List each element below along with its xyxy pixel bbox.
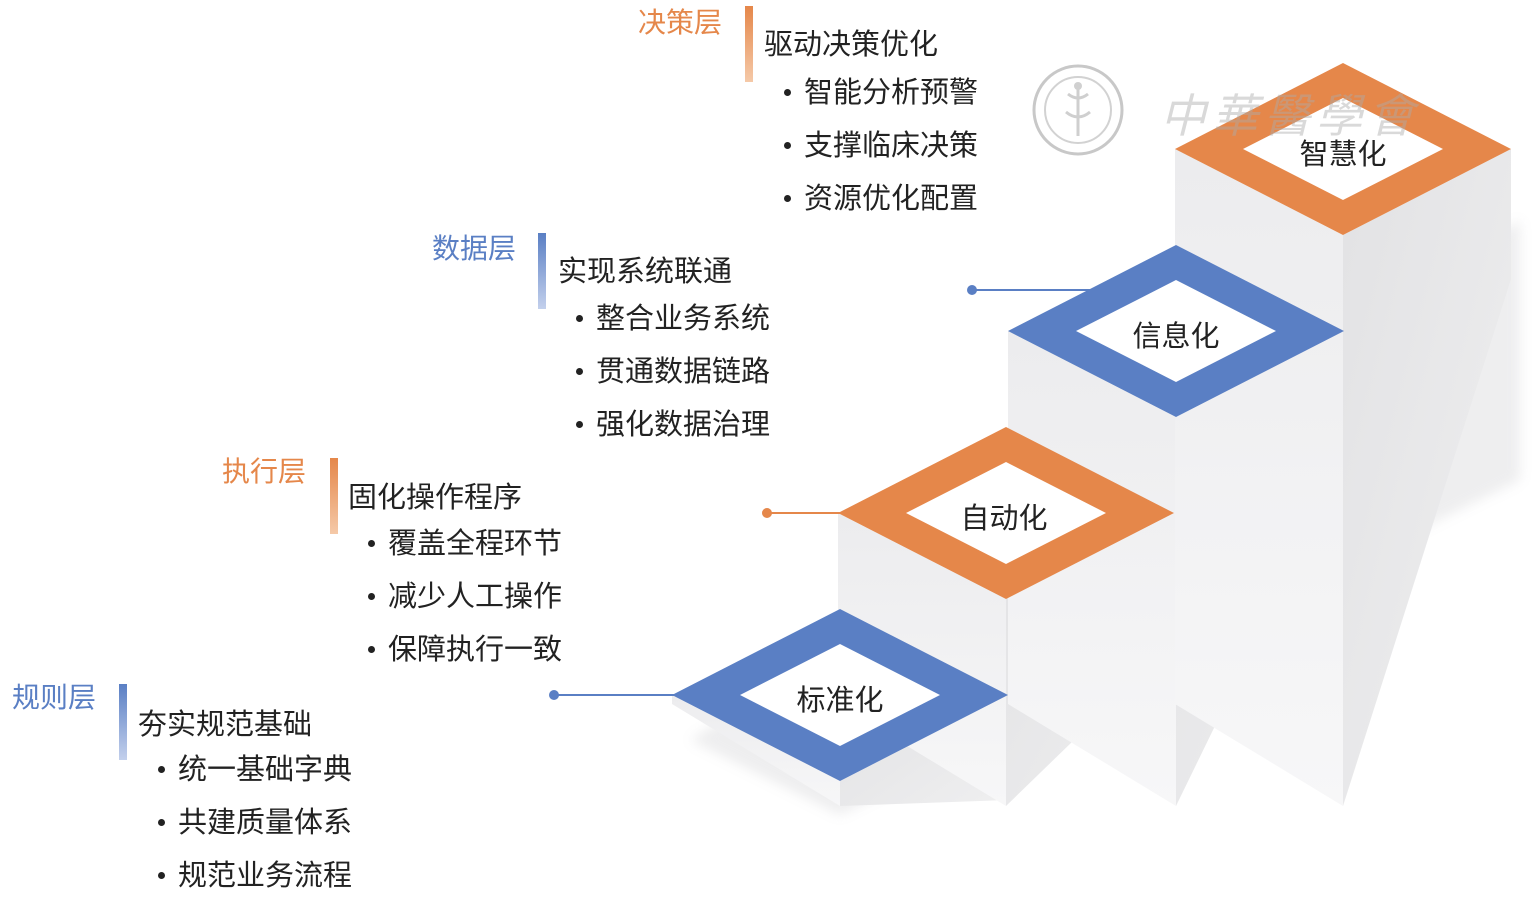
list-item: 支撑临床决策 bbox=[782, 127, 978, 180]
bullet-dot bbox=[368, 540, 375, 547]
step-front-face-intelligence bbox=[1175, 149, 1343, 806]
bullet-dot bbox=[576, 315, 583, 322]
step-top-center-informatization bbox=[1076, 280, 1276, 382]
layer-bar-execution bbox=[330, 458, 338, 534]
list-item-text: 贯通数据链路 bbox=[596, 354, 771, 388]
bullet-dot bbox=[368, 646, 375, 653]
connector-dot bbox=[967, 285, 977, 295]
list-item: 统一基础字典 bbox=[156, 751, 352, 804]
bullet-dot bbox=[784, 89, 791, 96]
connector-dot bbox=[762, 508, 772, 518]
bullet-dot bbox=[576, 421, 583, 428]
bullet-dot bbox=[368, 593, 375, 600]
list-item-text: 保障执行一致 bbox=[388, 632, 563, 666]
list-item: 减少人工操作 bbox=[366, 578, 562, 631]
list-item: 贯通数据链路 bbox=[574, 353, 770, 406]
bullet-dot bbox=[576, 368, 583, 375]
step-label-automation: 自动化 bbox=[960, 501, 1048, 535]
step-label-intelligence: 智慧化 bbox=[1299, 137, 1387, 171]
step-label-standardization: 标准化 bbox=[796, 683, 884, 717]
connector-rule-layer bbox=[549, 690, 681, 700]
step-label-informatization: 信息化 bbox=[1132, 319, 1220, 353]
bullet-list-rule: 统一基础字典 共建质量体系 规范业务流程 bbox=[156, 751, 352, 910]
step-top-center-standardization bbox=[740, 644, 940, 746]
list-item-text: 资源优化配置 bbox=[804, 181, 979, 215]
layer-name-decision: 决策层 bbox=[638, 6, 723, 39]
connector-dot bbox=[549, 690, 559, 700]
layer-goal-decision: 驱动决策优化 bbox=[764, 27, 939, 61]
layer-bar-rule bbox=[119, 684, 127, 760]
layer-bar-decision bbox=[745, 6, 753, 82]
bullet-list-execution: 覆盖全程环节 减少人工操作 保障执行一致 bbox=[366, 525, 562, 684]
list-item: 强化数据治理 bbox=[574, 406, 770, 459]
watermark-text: 中華醫學會 bbox=[1160, 89, 1420, 143]
step-front-face-standardization bbox=[672, 695, 840, 806]
connector-execution-layer bbox=[762, 508, 846, 518]
bullet-dot bbox=[784, 142, 791, 149]
layer-bar-data bbox=[538, 233, 546, 309]
layer-goal-data: 实现系统联通 bbox=[558, 254, 733, 288]
society-seal-icon bbox=[1030, 62, 1126, 158]
step-side-face-intelligence bbox=[1343, 149, 1511, 806]
list-item: 共建质量体系 bbox=[156, 804, 352, 857]
list-item: 智能分析预警 bbox=[782, 74, 978, 127]
list-item-text: 强化数据治理 bbox=[596, 407, 771, 441]
bullet-list-data: 整合业务系统 贯通数据链路 强化数据治理 bbox=[574, 300, 770, 459]
list-item: 覆盖全程环节 bbox=[366, 525, 562, 578]
layer-name-rule: 规则层 bbox=[12, 681, 97, 714]
list-item-text: 整合业务系统 bbox=[596, 301, 771, 335]
connector-data-layer bbox=[967, 285, 1093, 295]
list-item: 保障执行一致 bbox=[366, 631, 562, 684]
layer-goal-execution: 固化操作程序 bbox=[348, 480, 523, 514]
list-item: 整合业务系统 bbox=[574, 300, 770, 353]
list-item: 资源优化配置 bbox=[782, 180, 978, 233]
list-item: 规范业务流程 bbox=[156, 857, 352, 910]
list-item-text: 规范业务流程 bbox=[178, 858, 353, 892]
list-item-text: 支撑临床决策 bbox=[804, 128, 979, 162]
bullet-dot bbox=[158, 872, 165, 879]
layer-goal-rule: 夯实规范基础 bbox=[138, 707, 313, 741]
bullet-dot bbox=[784, 195, 791, 202]
list-item-text: 统一基础字典 bbox=[178, 752, 353, 786]
layer-name-data: 数据层 bbox=[432, 232, 517, 265]
bullet-list-decision: 智能分析预警 支撑临床决策 资源优化配置 bbox=[782, 74, 978, 233]
bullet-dot bbox=[158, 766, 165, 773]
bullet-dot bbox=[158, 819, 165, 826]
list-item-text: 共建质量体系 bbox=[178, 805, 353, 839]
layer-name-execution: 执行层 bbox=[222, 455, 307, 488]
list-item-text: 覆盖全程环节 bbox=[388, 526, 563, 560]
step-top-center-intelligence bbox=[1243, 98, 1443, 200]
list-item-text: 减少人工操作 bbox=[388, 579, 563, 613]
step-top-center-automation bbox=[906, 462, 1106, 564]
list-item-text: 智能分析预警 bbox=[804, 75, 979, 109]
